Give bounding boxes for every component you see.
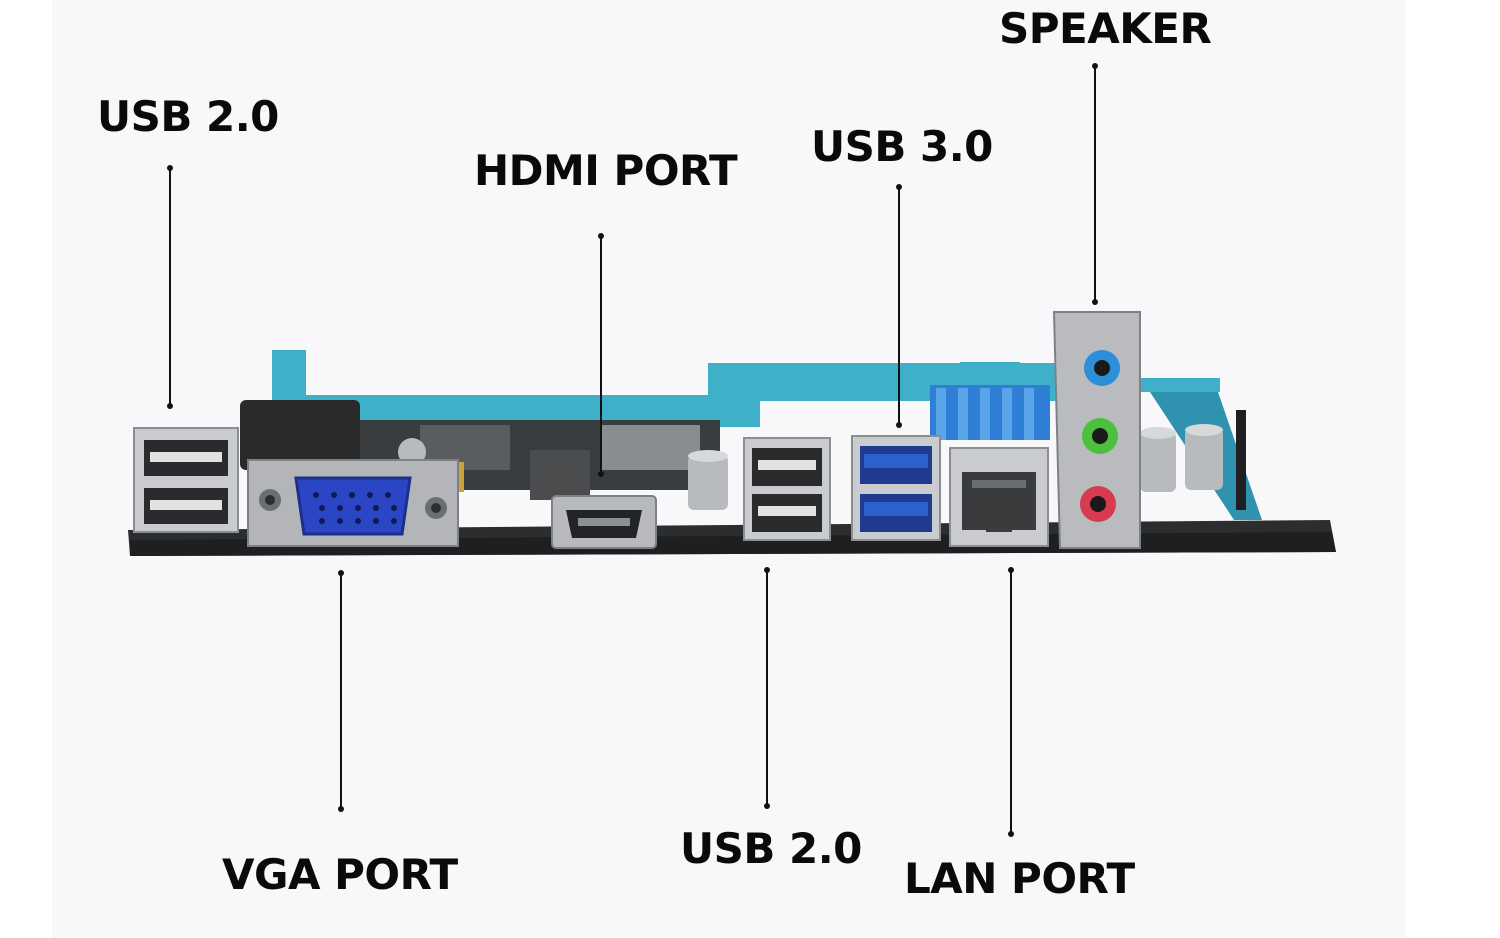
label-usb30: USB 3.0 bbox=[811, 122, 993, 171]
vga-connector bbox=[247, 459, 459, 547]
leader-usb30 bbox=[896, 184, 902, 428]
usb30-connector bbox=[851, 435, 941, 541]
audio-jack-bracket bbox=[1052, 311, 1141, 549]
label-hdmi-port: HDMI PORT bbox=[474, 146, 738, 195]
leader-usb20-bottom bbox=[764, 567, 770, 809]
label-lan-port: LAN PORT bbox=[904, 854, 1135, 903]
label-speaker: SPEAKER bbox=[999, 4, 1212, 53]
label-usb20-top: USB 2.0 bbox=[97, 92, 279, 141]
lan-connector bbox=[949, 447, 1049, 547]
hdmi-connector bbox=[551, 495, 657, 549]
capacitors bbox=[688, 424, 1223, 510]
label-usb20-bottom: USB 2.0 bbox=[680, 824, 862, 873]
leader-lan bbox=[1008, 567, 1014, 837]
leader-usb20-top bbox=[167, 165, 173, 409]
leader-vga bbox=[338, 570, 344, 812]
heatsink bbox=[930, 385, 1050, 440]
leader-speaker bbox=[1092, 63, 1098, 305]
label-vga-port: VGA PORT bbox=[222, 850, 458, 899]
usb20-left-connector bbox=[133, 427, 239, 533]
leader-hdmi bbox=[598, 233, 604, 477]
usb20-middle-connector bbox=[743, 437, 831, 541]
